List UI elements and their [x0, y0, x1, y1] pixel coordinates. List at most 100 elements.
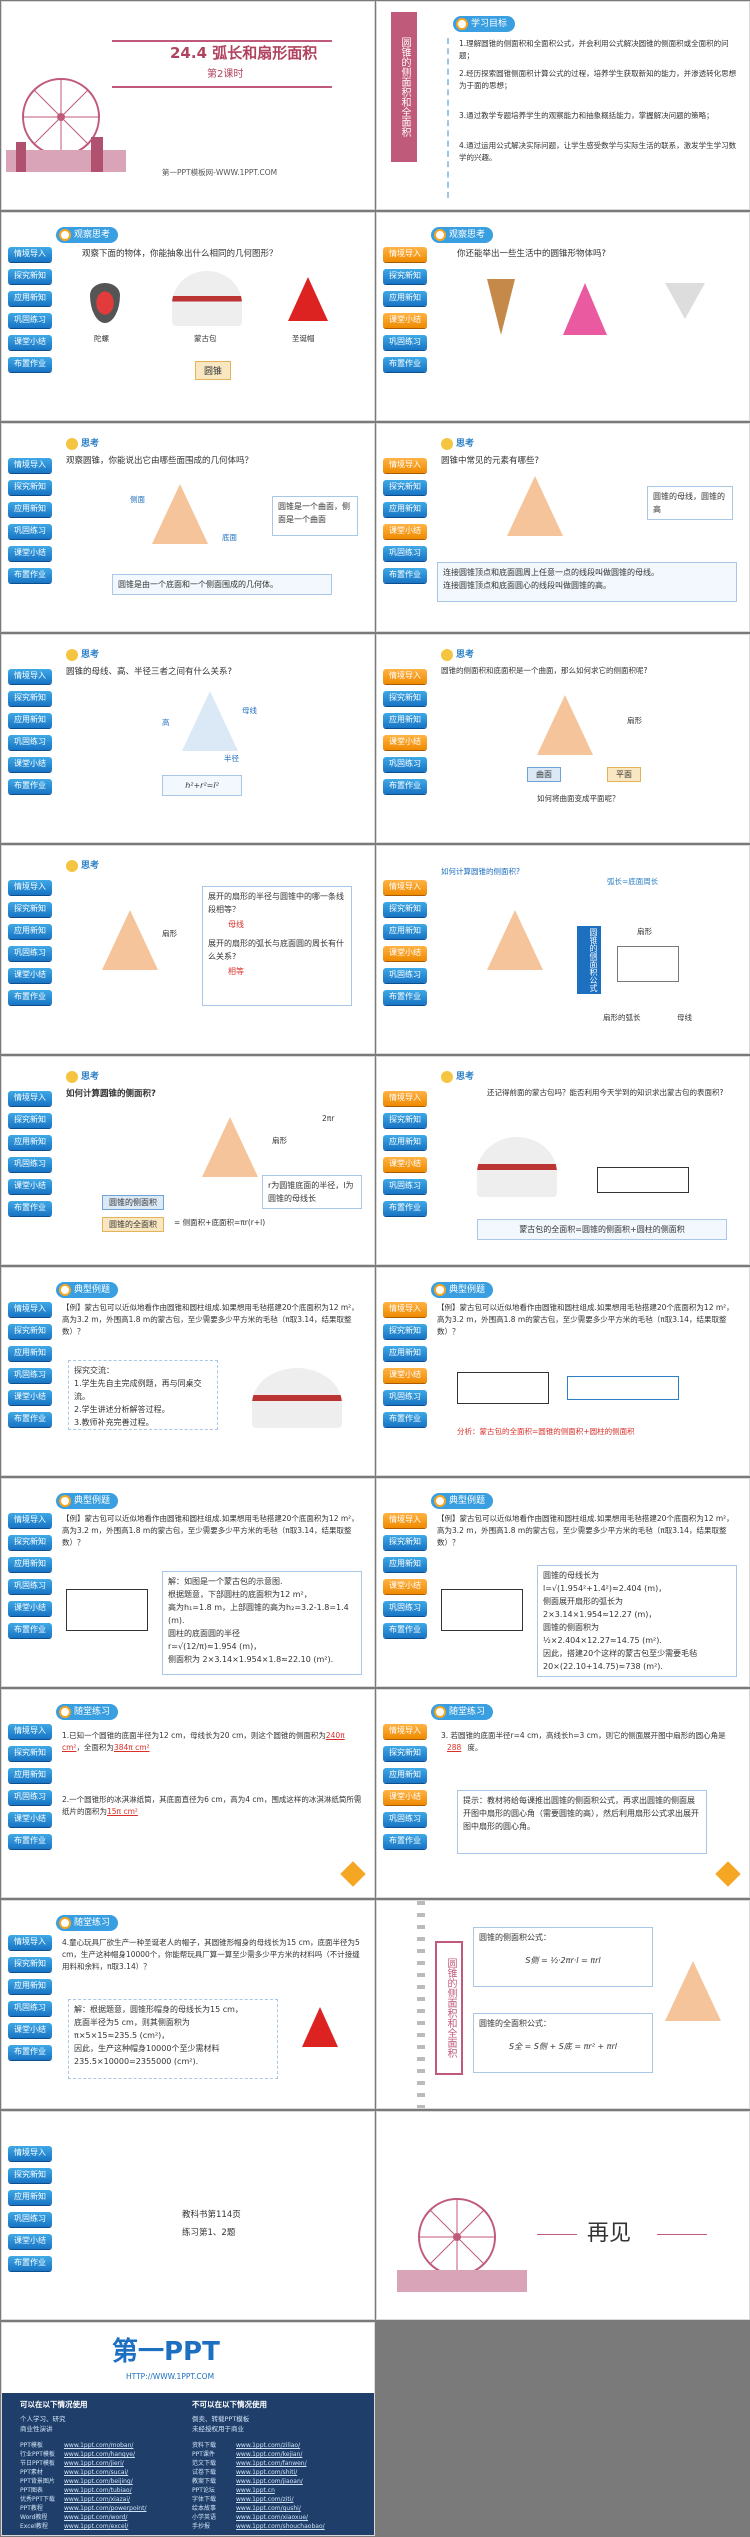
nav-item[interactable]: 巩固练习	[8, 2212, 52, 2227]
nav-item[interactable]: 情境导入	[383, 247, 427, 262]
nav-item[interactable]: 巩固练习	[383, 546, 427, 561]
slide-12[interactable]: 情境导入 探究新知 应用新知 课堂小结 巩固练习 布置作业 思考 还记得前面的蒙…	[376, 1056, 750, 1265]
nav-item[interactable]: 探究新知	[383, 691, 427, 706]
nav-item[interactable]: 应用新知	[8, 1768, 52, 1783]
slide-7[interactable]: 情境导入 探究新知 应用新知 巩固练习 课堂小结 布置作业 思考 圆锥的母线、高…	[1, 634, 375, 843]
nav-item[interactable]: 探究新知	[383, 1535, 427, 1550]
slide-4[interactable]: 情境导入 探究新知 应用新知 课堂小结 巩固练习 布置作业 观察思考 你还能举出…	[376, 212, 750, 421]
nav-item[interactable]: 探究新知	[8, 1324, 52, 1339]
nav-item[interactable]: 情境导入	[8, 458, 52, 473]
nav-item[interactable]: 情境导入	[8, 1091, 52, 1106]
nav-item[interactable]: 布置作业	[383, 990, 427, 1005]
slide-10[interactable]: 情境导入 探究新知 应用新知 课堂小结 巩固练习 布置作业 如何计算圆锥的侧面积…	[376, 845, 750, 1054]
nav-item[interactable]: 情境导入	[383, 1724, 427, 1739]
nav-item[interactable]: 课堂小结	[383, 524, 427, 539]
nav-item[interactable]: 情境导入	[8, 247, 52, 262]
nav-item[interactable]: 探究新知	[8, 1113, 52, 1128]
nav-item[interactable]: 应用新知	[8, 291, 52, 306]
slide-11[interactable]: 情境导入 探究新知 应用新知 巩固练习 课堂小结 布置作业 思考 如何计算圆锥的…	[1, 1056, 375, 1265]
nav-item[interactable]: 情境导入	[8, 1724, 52, 1739]
nav-item[interactable]: 情境导入	[8, 880, 52, 895]
nav-item[interactable]: 巩固练习	[383, 335, 427, 350]
nav-item[interactable]: 课堂小结	[8, 968, 52, 983]
nav-item[interactable]: 巩固练习	[8, 1157, 52, 1172]
nav-item[interactable]: 课堂小结	[383, 1790, 427, 1805]
slide-14[interactable]: 情境导入 探究新知 应用新知 课堂小结 巩固练习 布置作业 典型例题 【例】蒙古…	[376, 1267, 750, 1476]
nav-item[interactable]: 情境导入	[8, 1302, 52, 1317]
nav-item[interactable]: 巩固练习	[8, 524, 52, 539]
nav-item[interactable]: 情境导入	[383, 458, 427, 473]
nav-item[interactable]: 应用新知	[8, 1135, 52, 1150]
nav-item[interactable]: 巩固练习	[8, 2001, 52, 2016]
nav-item[interactable]: 课堂小结	[383, 313, 427, 328]
nav-item[interactable]: 布置作业	[8, 568, 52, 583]
nav-item[interactable]: 巩固练习	[8, 313, 52, 328]
nav-item[interactable]: 课堂小结	[8, 757, 52, 772]
nav-item[interactable]: 布置作业	[383, 357, 427, 372]
nav-item[interactable]: 巩固练习	[383, 1390, 427, 1405]
nav-item[interactable]: 布置作业	[383, 568, 427, 583]
nav-item[interactable]: 课堂小结	[383, 1157, 427, 1172]
slide-19[interactable]: 情境导入 探究新知 应用新知 巩固练习 课堂小结 布置作业 随堂练习 4.童心玩…	[1, 1900, 375, 2109]
nav-item[interactable]: 应用新知	[383, 1557, 427, 1572]
nav-item[interactable]: 情境导入	[8, 2146, 52, 2161]
nav-item[interactable]: 巩固练习	[8, 1790, 52, 1805]
nav-item[interactable]: 巩固练习	[383, 1601, 427, 1616]
slide-5[interactable]: 情境导入 探究新知 应用新知 巩固练习 课堂小结 布置作业 思考 观察圆锥，你能…	[1, 423, 375, 632]
nav-item[interactable]: 课堂小结	[8, 1601, 52, 1616]
nav-item[interactable]: 探究新知	[8, 902, 52, 917]
nav-item[interactable]: 探究新知	[8, 691, 52, 706]
nav-item[interactable]: 情境导入	[8, 1513, 52, 1528]
nav-item[interactable]: 巩固练习	[8, 946, 52, 961]
slide-22-goodbye[interactable]: 再见	[376, 2111, 750, 2320]
slide-17[interactable]: 情境导入 探究新知 应用新知 巩固练习 课堂小结 布置作业 随堂练习 1.已知一…	[1, 1689, 375, 1898]
nav-item[interactable]: 课堂小结	[8, 1390, 52, 1405]
nav-item[interactable]: 应用新知	[383, 1346, 427, 1361]
nav-item[interactable]: 布置作业	[383, 1623, 427, 1638]
nav-item[interactable]: 巩固练习	[8, 1579, 52, 1594]
nav-item[interactable]: 课堂小结	[383, 735, 427, 750]
nav-item[interactable]: 布置作业	[8, 2256, 52, 2271]
nav-item[interactable]: 布置作业	[8, 1412, 52, 1427]
nav-item[interactable]: 探究新知	[383, 1746, 427, 1761]
nav-item[interactable]: 探究新知	[8, 480, 52, 495]
nav-item[interactable]: 探究新知	[383, 269, 427, 284]
nav-item[interactable]: 布置作业	[8, 1834, 52, 1849]
slide-20-summary[interactable]: 圆锥的侧面积和全面积 圆锥的侧面积公式： S侧 = ½·2πr·l = πrl …	[376, 1900, 750, 2109]
nav-item[interactable]: 巩固练习	[383, 1812, 427, 1827]
nav-item[interactable]: 情境导入	[383, 1091, 427, 1106]
nav-item[interactable]: 探究新知	[383, 480, 427, 495]
slide-21-homework[interactable]: 情境导入 探究新知 应用新知 巩固练习 课堂小结 布置作业 教科书第114页 练…	[1, 2111, 375, 2320]
nav-item[interactable]: 探究新知	[8, 269, 52, 284]
nav-item[interactable]: 探究新知	[8, 2168, 52, 2183]
nav-item[interactable]: 布置作业	[8, 2045, 52, 2060]
nav-item[interactable]: 情境导入	[383, 669, 427, 684]
nav-item[interactable]: 课堂小结	[8, 2023, 52, 2038]
nav-item[interactable]: 巩固练习	[383, 757, 427, 772]
nav-item[interactable]: 情境导入	[8, 1935, 52, 1950]
nav-item[interactable]: 课堂小结	[8, 546, 52, 561]
nav-item[interactable]: 情境导入	[383, 880, 427, 895]
nav-item[interactable]: 应用新知	[8, 1557, 52, 1572]
nav-item[interactable]: 布置作业	[8, 1623, 52, 1638]
nav-item[interactable]: 巩固练习	[383, 968, 427, 983]
nav-item[interactable]: 情境导入	[383, 1302, 427, 1317]
slide-13[interactable]: 情境导入 探究新知 应用新知 巩固练习 课堂小结 布置作业 典型例题 【例】蒙古…	[1, 1267, 375, 1476]
slide-8[interactable]: 情境导入 探究新知 应用新知 课堂小结 巩固练习 布置作业 思考 圆锥的侧面积和…	[376, 634, 750, 843]
nav-item[interactable]: 课堂小结	[8, 335, 52, 350]
slide-6[interactable]: 情境导入 探究新知 应用新知 课堂小结 巩固练习 布置作业 思考 圆锥中常见的元…	[376, 423, 750, 632]
nav-item[interactable]: 探究新知	[8, 1957, 52, 1972]
nav-item[interactable]: 布置作业	[8, 779, 52, 794]
